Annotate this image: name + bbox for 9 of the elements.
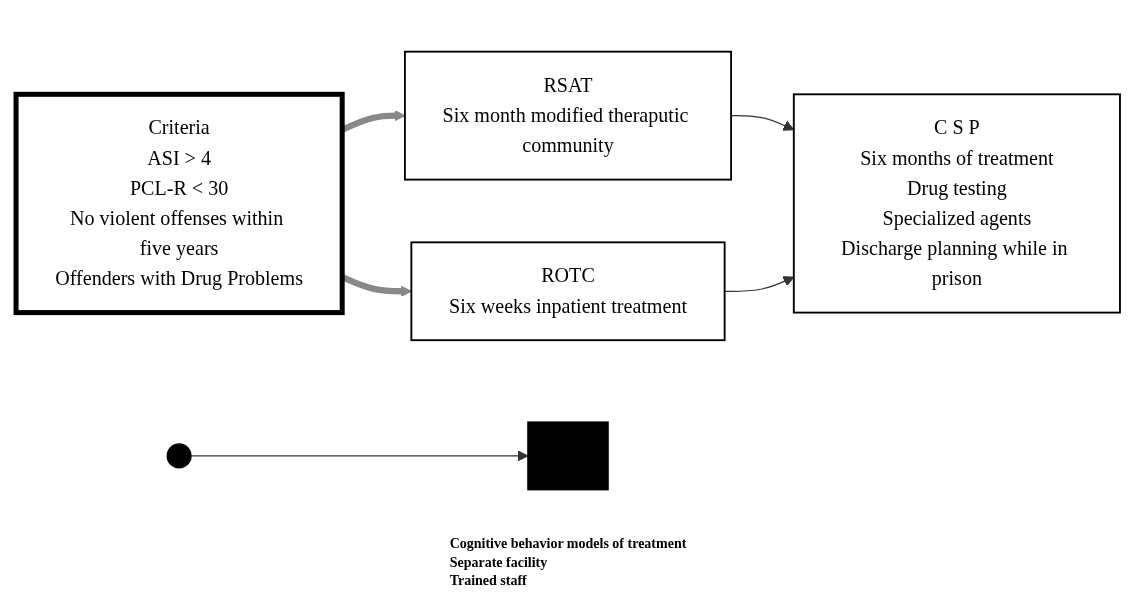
note-text: Cognitive behavior models of treatment bbox=[449, 535, 687, 554]
node-circle bbox=[166, 443, 192, 469]
node-box: Criteria ASI > 4 PCL-R < 30 No violent offenses within five years Offenders with Drug Problems bbox=[13, 91, 345, 316]
note-text: Trained staff bbox=[449, 571, 528, 590]
node-box: C S P Six months of treatment Drug testing Specialized agents Discharge planning while in prison bbox=[792, 93, 1121, 314]
node-bar bbox=[527, 421, 609, 491]
note-text: Separate facility bbox=[449, 553, 549, 572]
node-box: ROTC Six weeks inpatient treatment bbox=[410, 241, 726, 342]
node-box: RSAT Six month modified theraputic community bbox=[404, 50, 733, 181]
